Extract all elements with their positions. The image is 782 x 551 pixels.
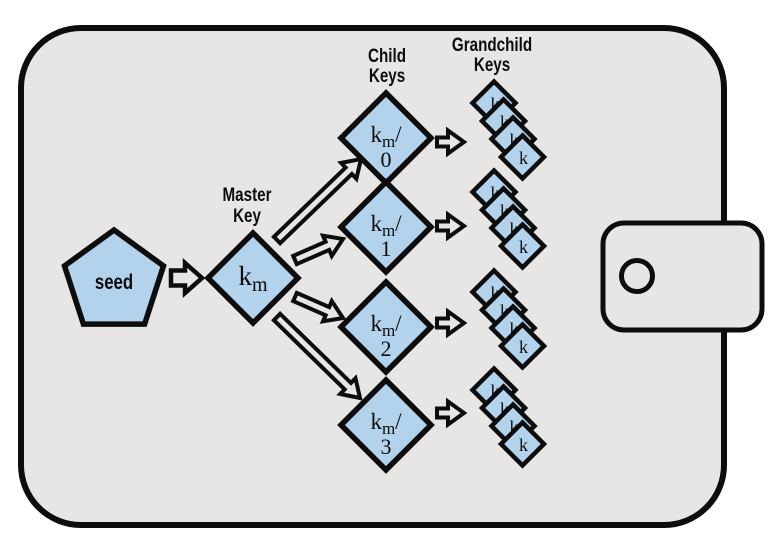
grandchild-header-line2: Keys [474,53,510,75]
child-key-label-2: km/ [370,311,402,340]
grandchild-header-line1: Grandchild [452,33,532,55]
master-key-label: km [238,261,268,296]
child-key-label-0: km/ [370,122,402,151]
master-key-node: km [208,233,298,323]
grandchild-key-label: k [491,183,500,203]
child-key-node-0: km/ 0 [341,93,431,183]
grandchild-key-label: k [519,237,528,257]
grandchild-key-label: k [510,130,519,150]
seed-to-master-arrow-icon [168,258,206,298]
grandchild-key-label: k [491,283,500,303]
child-to-grandchild-arrow-2-icon [435,307,468,339]
wallet-clasp [600,220,765,333]
child-key-node-1: km/ 1 [341,182,431,272]
grandchild-key-label: k [519,148,528,168]
grandchild-stack-1: k k k k [473,171,545,268]
child-key-index-0: 0 [381,147,392,172]
child-header-line2: Keys [369,64,405,86]
derive-arrow-2-icon [290,290,347,324]
child-key-index-3: 3 [381,434,392,459]
seed-pentagon [61,226,167,327]
master-header-line1: Master [223,183,272,205]
grandchild-key-label: k [510,219,519,239]
child-to-grandchild-arrow-1-icon [435,210,468,242]
master-key-header: Master Key [223,183,272,226]
grandchild-key-label: k [500,201,509,221]
child-key-node-3: km/ 3 [341,380,431,470]
grandchild-key-label: k [500,399,509,419]
grandchild-key-label: k [491,381,500,401]
seed-label: seed [95,271,133,294]
grandchild-key-label: k [510,319,519,339]
grandchild-stack-3: k k k k [473,369,545,466]
grandchild-key-label: k [491,94,500,114]
grandchild-key-label: k [500,301,509,321]
clasp-button-icon [619,258,655,294]
master-header-line2: Key [233,204,261,226]
child-to-grandchild-arrow-3-icon [435,397,468,429]
derive-arrow-3-icon [271,310,363,401]
derive-arrow-0-icon [271,156,364,247]
child-key-index-2: 2 [381,336,392,361]
grandchild-stack-2: k k k k [473,271,545,368]
child-key-label-1: km/ [370,211,402,240]
child-header-line1: Child [368,44,406,66]
grandchild-key-label: k [500,112,509,132]
child-key-label-3: km/ [370,409,402,438]
grandchild-stack-0: k k k k [473,82,545,179]
child-key-index-1: 1 [381,236,392,261]
child-keys-header: Child Keys [368,44,406,86]
grandchild-key-label: k [519,435,528,455]
derive-arrow-1-icon [290,233,347,267]
grandchild-keys-header: Grandchild Keys [452,33,532,75]
child-key-node-2: km/ 2 [341,282,431,372]
grandchild-key-label: k [519,337,528,357]
child-to-grandchild-arrow-0-icon [435,126,468,158]
grandchild-key-label: k [510,417,519,437]
